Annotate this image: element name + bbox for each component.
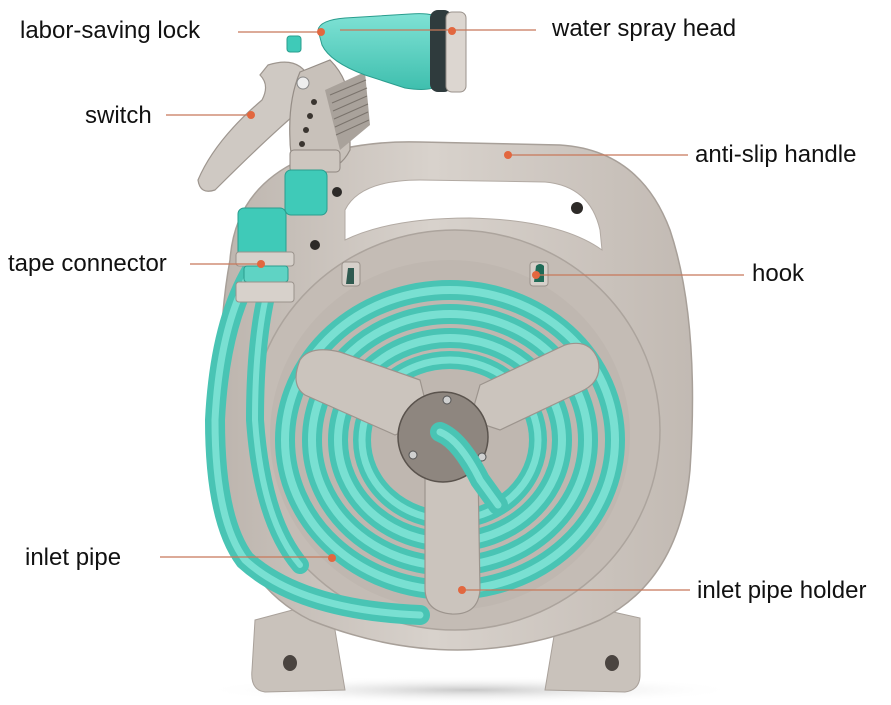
inlet-hose xyxy=(204,255,430,625)
leader-lines xyxy=(160,29,744,591)
reel-spokes xyxy=(295,342,600,615)
hose-connector xyxy=(235,207,295,303)
reel-hub xyxy=(397,391,508,515)
label-anti-slip-handle: anti-slip handle xyxy=(695,141,857,168)
label-inlet-pipe: inlet pipe xyxy=(25,544,122,571)
label-water-spray-head: water spray head xyxy=(552,15,737,42)
label-labor-saving-lock: labor-saving lock xyxy=(20,17,201,44)
label-tape-connector: tape connector xyxy=(8,250,167,277)
leader-dots xyxy=(247,27,540,594)
label-switch: switch xyxy=(85,102,152,129)
label-hook: hook xyxy=(752,260,805,287)
label-inlet-pipe-holder: inlet pipe holder xyxy=(697,577,867,604)
